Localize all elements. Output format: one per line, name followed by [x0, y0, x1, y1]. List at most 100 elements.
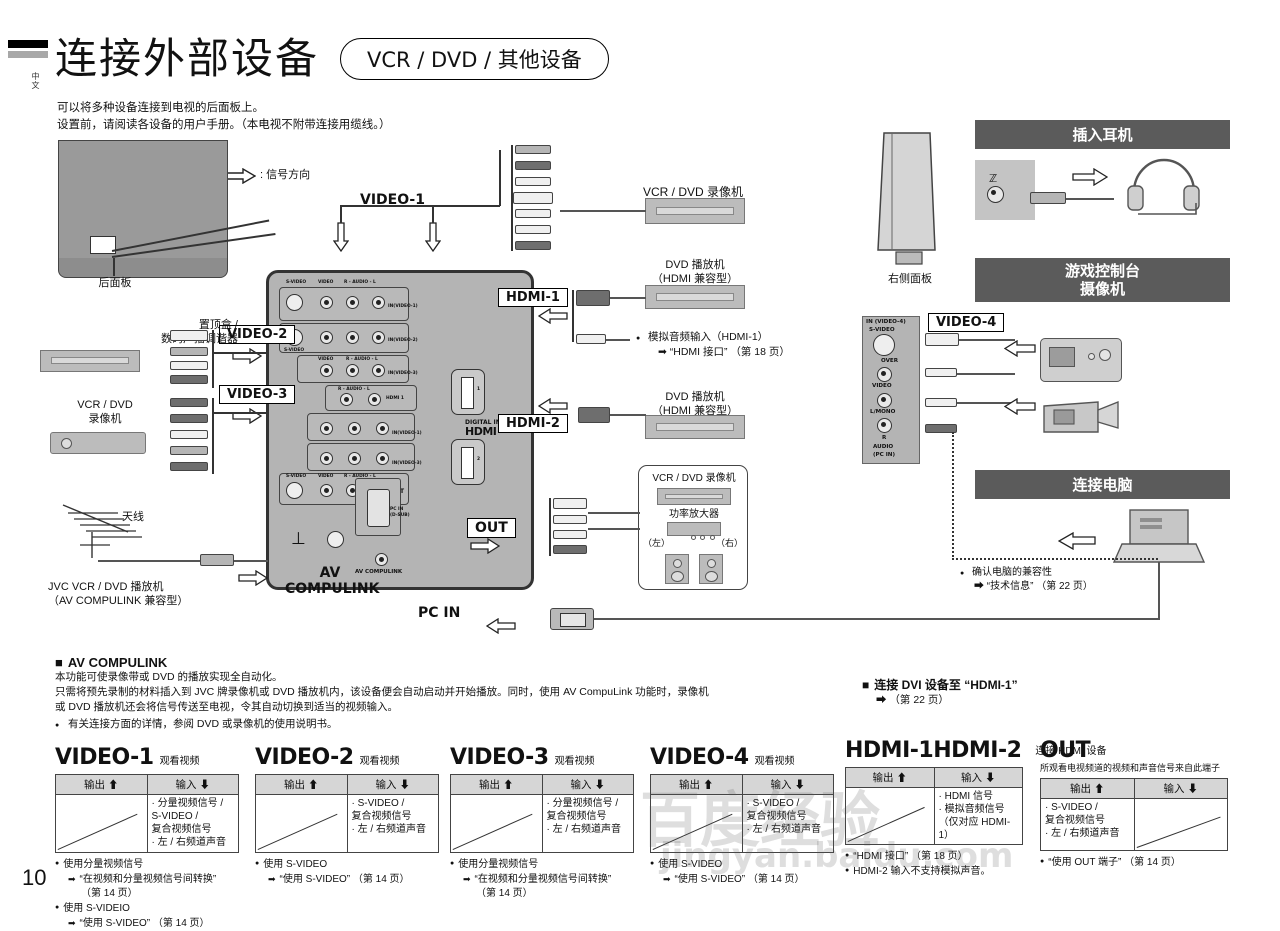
pc-audio-dotted-path	[952, 432, 1158, 560]
dvd-player-hdmi1-label: DVD 播放机 （HDMI 兼容型）	[651, 259, 739, 285]
headphone-arrow-icon	[1072, 168, 1108, 186]
arrow-icon-pc: ➡	[974, 581, 984, 592]
col-out: 输出 ⬆	[55, 774, 148, 795]
intro-line-2: 设置前，请阅读各设备的用户手册。（本电视不附带连接用缆线。）	[57, 119, 391, 131]
audio-l-jack-icon	[372, 296, 385, 309]
col-out: 输出 ⬆	[255, 774, 348, 795]
table-title: VIDEO-1	[55, 745, 154, 770]
component-pr-jack-icon	[376, 422, 389, 435]
side-connector-panel: IN (VIDEO-4) S-VIDEO OVER VIDEO L/MONO R…	[862, 316, 920, 464]
table-hdmi-io: 输出 ⬆输入 ⬇· HDMI 信号· 模拟音频信号（仅对应 HDMI-1）	[845, 767, 1023, 845]
table-title: VIDEO-2	[255, 745, 354, 770]
hdmi2-arrow-icon	[538, 398, 568, 414]
game-console-arrow-icon	[1004, 340, 1036, 357]
cell-out	[650, 794, 743, 853]
right-side-panel-label: 右侧面板	[888, 273, 932, 285]
component-y-jack-icon-2	[320, 452, 333, 465]
note-bullet: 使用 S-VIDEIO	[55, 901, 239, 916]
rear-panel-leader	[113, 258, 115, 276]
table-title: VIDEO-4	[650, 745, 749, 770]
col-in: 输入 ⬇	[933, 767, 1023, 788]
vcr-dvd-left-label: VCR / DVD 录像机	[77, 399, 133, 425]
antenna-input-jack-icon	[327, 531, 344, 548]
pc-section-header: 连接电脑	[975, 470, 1230, 499]
video3-arrow-icon	[232, 408, 262, 424]
note-extra: （第 14 页）	[81, 888, 138, 899]
col-out: 输出 ⬆	[1040, 778, 1135, 799]
table-subtitle: 观看视频	[159, 756, 200, 767]
out-arrow-icon	[470, 538, 500, 554]
table-notes: “使用 OUT 端子” （第 14 页）	[1040, 855, 1228, 870]
s-video-jack-icon	[286, 294, 303, 311]
col-in: 输入 ⬇	[1133, 778, 1228, 799]
bullet-icon-compulink: ●	[55, 722, 60, 729]
dvd-player-hdmi1-device	[645, 285, 745, 309]
dvd-player-hdmi2-device	[645, 415, 745, 439]
label-out: OUT	[467, 518, 516, 538]
note-bullet: HDMI-2 输入不支持模拟声音。	[845, 864, 1107, 879]
speaker-left	[665, 554, 689, 584]
col-in: 输入 ⬇	[541, 774, 634, 795]
table-io: 输出 ⬆输入 ⬇· 分量视频信号 /复合视频信号· 左 / 右频道声音	[450, 774, 634, 853]
video1-arrow-icon	[333, 222, 349, 252]
note-arrow: “使用 S-VIDEO” （第 14 页）	[663, 872, 834, 887]
jackrow-component-video1: IN(VIDEO-1)	[307, 413, 422, 441]
bullet-icon: ●	[636, 335, 641, 342]
table-notes: 使用分量视频信号“在视频和分量视频信号间转换”（第 14 页）	[450, 857, 634, 901]
label-video3: VIDEO-3	[219, 385, 296, 404]
audio-r-jack-icon	[346, 296, 359, 309]
tv-side-illustration	[872, 130, 952, 275]
compulink-heading: AV COMPULINK	[55, 655, 167, 670]
table-notes: 使用 S-VIDEO“使用 S-VIDEO” （第 14 页）	[650, 857, 834, 887]
side-s-video-jack-icon	[873, 334, 895, 356]
cell-in: · S-VIDEO /复合视频信号· 左 / 右频道声音	[741, 794, 834, 853]
audio-r-jack-icon-3	[346, 364, 359, 377]
video-out-jack-icon	[320, 484, 333, 497]
table-notes: 使用 S-VIDEO“使用 S-VIDEO” （第 14 页）	[255, 857, 439, 887]
label-av-compulink: AV COMPULINK	[285, 565, 380, 597]
cell-in	[1133, 798, 1228, 851]
side-audio-l-jack-icon	[877, 393, 892, 408]
s-video-out-jack-icon	[286, 482, 303, 499]
side-audio-r-jack-icon	[877, 418, 892, 433]
camcorder-arrow-icon	[1004, 398, 1036, 415]
table-notes: “HDMI 接口” （第 18 页）HDMI-2 输入不支持模拟声音。	[845, 849, 1107, 879]
cell-out	[255, 794, 348, 853]
dvi-heading: 连接 DVI 设备至 “HDMI-1”	[862, 676, 1017, 693]
table-notes: 使用分量视频信号“在视频和分量视频信号间转换”（第 14 页）使用 S-VIDE…	[55, 857, 239, 931]
hdmi1-audio-r-jack-icon	[340, 393, 353, 406]
cell-out	[845, 787, 935, 845]
jackrow-component-video3: IN(VIDEO-3)	[307, 443, 422, 471]
vcr-dvd-top-device	[645, 198, 745, 224]
cell-in: · 分量视频信号 /复合视频信号· 左 / 右频道声音	[541, 794, 634, 853]
note-arrow: “在视频和分量视频信号间转换”	[68, 872, 239, 887]
dvd-player-hdmi2-label: DVD 播放机 （HDMI 兼容型）	[651, 391, 739, 417]
signal-direction-legend-label: : 信号方向	[260, 169, 311, 181]
bullet-icon-pc: ●	[960, 570, 965, 577]
hdmi-subtitle: 连接 HDMI 设备	[1035, 746, 1107, 757]
out-title: OUT	[1040, 738, 1091, 763]
component-pb-jack-icon-2	[348, 452, 361, 465]
amp-vcr-device	[657, 488, 731, 505]
game-console-section-header: 游戏控制台 摄像机	[975, 258, 1230, 302]
table-subtitle: 观看视频	[754, 756, 795, 767]
label-hdmi2: HDMI-2	[498, 414, 568, 433]
component-pr-jack-icon-2	[376, 452, 389, 465]
note-bullet: 使用 S-VIDEO	[255, 857, 439, 872]
laptop-illustration	[1108, 508, 1208, 575]
col-out: 输出 ⬆	[845, 767, 935, 788]
vcr-dvd-top-label: VCR / DVD 录像机	[643, 185, 744, 199]
headphones-illustration	[1118, 148, 1218, 223]
table-out-io: 输出 ⬆输入 ⬇· S-VIDEO /复合视频信号· 左 / 右频道声音	[1040, 778, 1228, 851]
cell-out: · S-VIDEO /复合视频信号· 左 / 右频道声音	[1040, 798, 1135, 851]
label-video2: VIDEO-2	[219, 325, 296, 344]
antenna-arrow-icon	[238, 570, 268, 586]
dvi-note: ➡ （第 22 页）	[876, 694, 949, 706]
table-io: 输出 ⬆输入 ⬇· 分量视频信号 /S-VIDEO /复合视频信号· 左 / 右…	[55, 774, 239, 853]
jackrow-video1: S-VIDEO VIDEO R - AUDIO - L IN(VIDEO-1)	[279, 280, 418, 321]
page-number: 10	[22, 865, 47, 890]
